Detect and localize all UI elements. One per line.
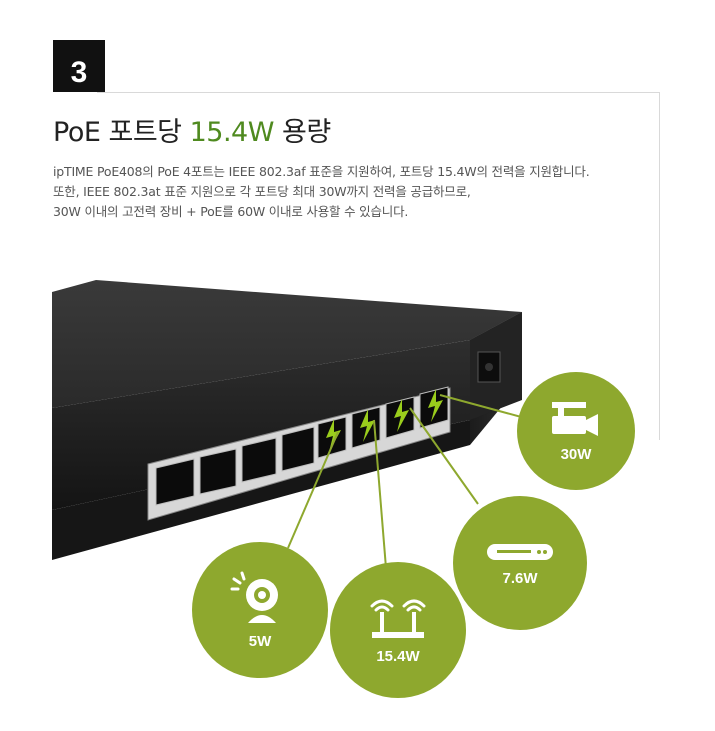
set-top-box-icon — [487, 543, 553, 560]
device-power-label: 7.6W — [502, 569, 538, 587]
description: ipTIME PoE408의 PoE 4포트는 IEEE 802.3af 표준을… — [53, 162, 653, 222]
content-frame — [97, 92, 660, 440]
connector-line — [287, 431, 339, 549]
connector-line — [439, 394, 526, 419]
description-line: 또한, IEEE 802.3at 표준 지원으로 각 포트당 최대 30W까지 … — [53, 184, 471, 199]
connector-line — [373, 419, 387, 569]
section-number-badge: 3 — [53, 40, 105, 92]
device-cctv-circle: 30W — [517, 372, 635, 490]
webcam-icon — [230, 571, 278, 623]
title-prefix: PoE 포트당 — [53, 117, 190, 148]
switch-top — [52, 280, 522, 408]
title-suffix: 용량 — [273, 117, 331, 148]
device-settop-circle: 7.6W — [453, 496, 587, 630]
cctv-camera-icon — [552, 401, 598, 436]
wifi-router-icon — [370, 599, 426, 638]
page-title: PoE 포트당 15.4W 용량 — [53, 110, 331, 149]
device-power-label: 15.4W — [376, 647, 420, 665]
poe-bolt-icon — [326, 389, 443, 452]
poe-port — [317, 386, 449, 459]
device-router-circle: 15.4W — [330, 562, 466, 698]
description-line: ipTIME PoE408의 PoE 4포트는 IEEE 802.3af 표준을… — [53, 164, 590, 179]
rj45-port — [155, 426, 315, 506]
device-power-label: 5W — [248, 632, 272, 650]
description-line: 30W 이내의 고전력 장비 + PoE를 60W 이내로 사용할 수 있습니다… — [53, 204, 409, 219]
device-webcam-circle: 5W — [192, 542, 328, 678]
title-highlight: 15.4W — [189, 117, 275, 148]
connector-line — [409, 407, 479, 505]
device-power-label: 30W — [560, 445, 592, 463]
